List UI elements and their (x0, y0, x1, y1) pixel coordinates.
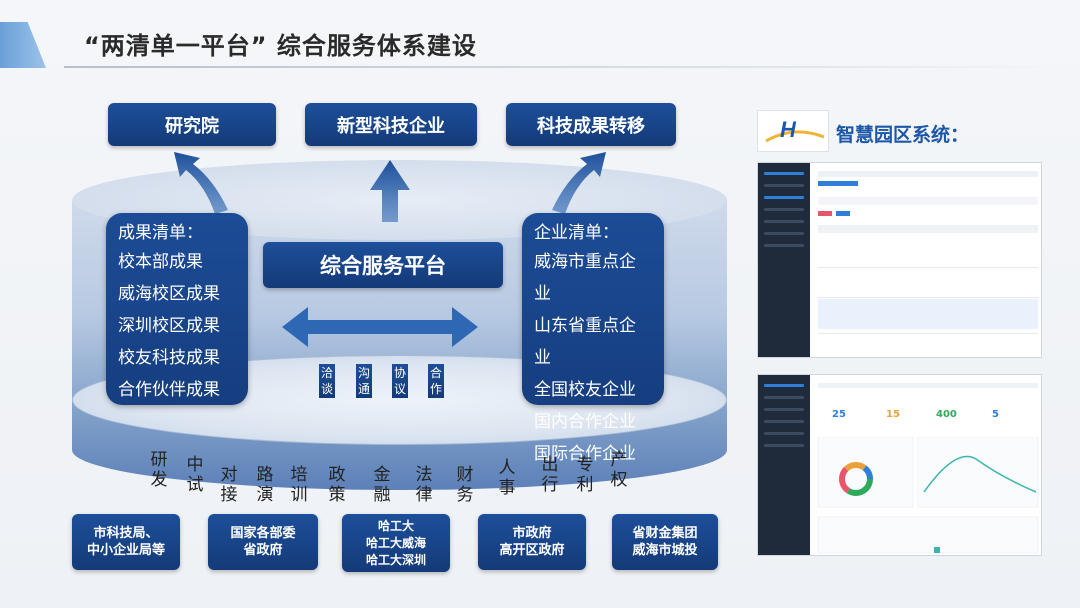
exchange-chip: 洽谈 (319, 364, 335, 398)
list-item: 深圳校区成果 (118, 316, 220, 336)
service-item: 研发 (150, 450, 168, 490)
service-item: 财务 (456, 465, 474, 505)
stat-value: 25 (832, 409, 846, 420)
bottom-box-finance-group: 省财金集团威海市城投 (612, 514, 718, 570)
arrow-up-center-icon (370, 160, 410, 222)
list-item: 国际合作企业 (534, 444, 636, 464)
park-logo: H (757, 110, 829, 152)
list-item: 校友科技成果 (118, 348, 220, 368)
exchange-chip: 沟通 (356, 364, 372, 398)
service-item: 中试 (186, 455, 204, 495)
list-item: 山东省重点企业 (534, 316, 636, 368)
list-item: 威海校区成果 (118, 284, 220, 304)
enterprise-list-card: 企业清单： 威海市重点企业 山东省重点企业 全国校友企业 国内合作企业 国际合作… (522, 213, 664, 464)
service-item: 专利 (576, 455, 594, 495)
list-item: 合作伙伴成果 (118, 380, 220, 400)
top-box-tech-transfer: 科技成果转移 (506, 103, 676, 146)
svg-text:H: H (780, 117, 797, 142)
list-item: 国内合作企业 (534, 412, 636, 432)
exchange-chip: 协议 (392, 364, 408, 398)
stat-value: 5 (992, 409, 999, 420)
title-divider (64, 66, 1064, 68)
service-item: 产权 (610, 450, 628, 490)
system-screenshot-dashboard: 25 15 400 5 (757, 374, 1042, 556)
double-arrow-icon (282, 307, 478, 347)
stat-value: 15 (886, 409, 900, 420)
service-item: 政策 (328, 465, 346, 505)
results-list-header: 成果清单： (118, 223, 203, 243)
service-item: 法律 (415, 465, 433, 505)
service-item: 金融 (373, 465, 391, 505)
top-box-new-tech-enterprise: 新型科技企业 (305, 103, 477, 146)
service-item: 路演 (256, 465, 274, 505)
service-item: 对接 (220, 465, 238, 505)
page-title: “两清单一平台” 综合服务体系建设 (84, 32, 477, 60)
service-item: 培训 (290, 465, 308, 505)
dashboard-charts (817, 437, 1039, 554)
arrow-up-left-icon (174, 152, 228, 214)
bottom-box-ministries: 国家各部委省政府 (208, 514, 318, 570)
service-platform-label: 综合服务平台 (263, 242, 503, 288)
top-box-research-institute: 研究院 (108, 103, 276, 146)
results-list-card: 成果清单： 校本部成果 威海校区成果 深圳校区成果 校友科技成果 合作伙伴成果 (106, 213, 248, 405)
smart-park-title: 智慧园区系统： (836, 124, 970, 146)
bottom-box-hit: 哈工大哈工大威海哈工大深圳 (342, 514, 450, 572)
list-item: 威海市重点企业 (534, 252, 636, 304)
arrow-up-right-icon (552, 152, 606, 214)
list-item: 全国校友企业 (534, 380, 636, 400)
service-item: 出行 (541, 455, 559, 495)
service-item: 人事 (498, 458, 516, 498)
bottom-box-tech-bureau: 市科技局、中小企业局等 (72, 514, 180, 570)
stat-value: 400 (936, 409, 957, 420)
bottom-box-city-gov: 市政府高开区政府 (478, 514, 586, 570)
list-item: 校本部成果 (118, 252, 203, 272)
exchange-chip: 合作 (428, 364, 444, 398)
enterprise-list-header: 企业清单： (534, 223, 619, 243)
system-screenshot-list (757, 162, 1042, 358)
